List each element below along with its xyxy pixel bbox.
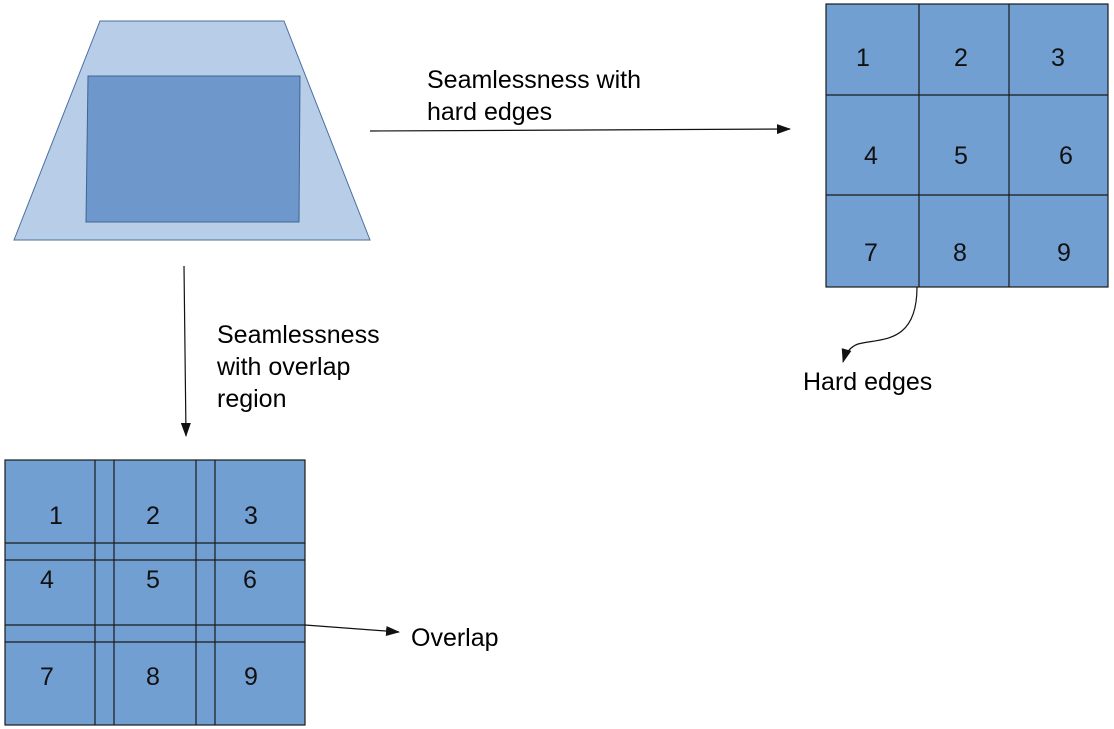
projector-inner-rect: [85, 75, 301, 223]
overlap-callout-label: Overlap: [411, 624, 499, 652]
overlap-grid-cell-label: 5: [146, 566, 160, 594]
hard-grid-cell-label: 1: [856, 44, 870, 72]
overlap-arrow: [180, 265, 191, 437]
projector-shape: [13, 20, 371, 241]
overlap-grid-cell-label: 2: [146, 502, 160, 530]
overlap-grid-cell-label: 4: [40, 566, 54, 594]
overlap-grid-cell-label: 3: [244, 502, 258, 530]
hard-edges-arrow-label: Seamlessness with hard edges: [427, 66, 641, 126]
overlap-grid-cell-label: 8: [146, 663, 160, 691]
hard-edges-callout-arrow: [841, 286, 918, 363]
overlap-grid: 1 2 3 4 5 6 7 8 9: [4, 459, 306, 726]
hard-grid-cell-label: 9: [1057, 239, 1071, 267]
hard-edges-arrow: [369, 124, 791, 135]
hard-grid-cell-label: 7: [864, 239, 878, 267]
hard-grid-cell-label: 4: [864, 142, 878, 170]
overlap-arrow-label: Seamlessness with overlap region: [217, 321, 380, 413]
overlap-grid-cell-label: 1: [49, 502, 63, 530]
hard-edges-callout-label: Hard edges: [803, 368, 933, 396]
hard-edges-grid: 1 2 3 4 5 6 7 8 9: [825, 3, 1109, 288]
overlap-grid-cell-label: 6: [243, 566, 257, 594]
overlap-grid-background: [4, 459, 306, 726]
hard-grid-cell-label: 2: [954, 44, 968, 72]
hard-grid-cell-label: 5: [954, 142, 968, 170]
overlap-grid-cell-label: 7: [40, 663, 54, 691]
hard-grid-cell-label: 8: [953, 239, 967, 267]
overlap-callout-arrow: [304, 624, 400, 637]
hard-grid-cell-label: 6: [1059, 142, 1073, 170]
overlap-grid-cell-label: 9: [244, 663, 258, 691]
hard-grid-background: [825, 3, 1109, 288]
hard-grid-cell-label: 3: [1051, 44, 1065, 72]
